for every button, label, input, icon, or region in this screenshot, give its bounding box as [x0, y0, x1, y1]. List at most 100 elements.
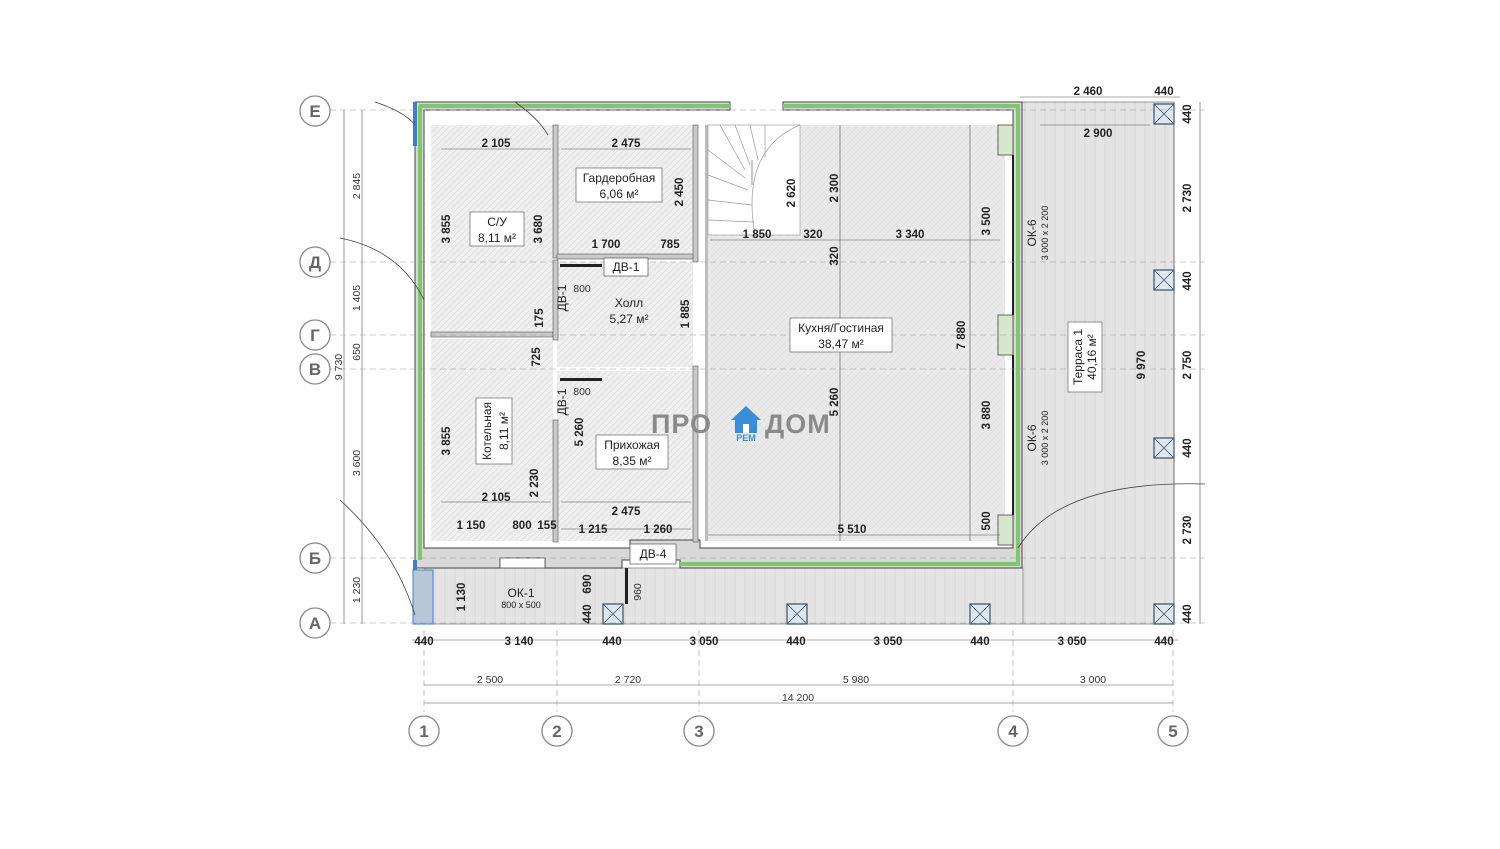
- dim: 1 130: [456, 583, 468, 612]
- dim: 5 510: [838, 524, 867, 536]
- dim: 2 750: [1182, 351, 1194, 380]
- dim: 960: [632, 583, 644, 601]
- dim: 9 730: [333, 354, 345, 380]
- room-kotel-name: Котельная: [480, 402, 494, 460]
- window-ok6-size-2: 3 000 х 2 200: [1040, 411, 1050, 466]
- dim: 725: [531, 347, 543, 367]
- room-prih-area: 8,35 м²: [613, 454, 652, 468]
- axis-4: 4: [1008, 722, 1018, 741]
- dim: 3 880: [981, 401, 993, 430]
- dim: 7 880: [956, 321, 968, 350]
- dim: 3 050: [874, 636, 903, 648]
- dim: 800: [512, 520, 531, 532]
- dim: 1 150: [457, 520, 486, 532]
- dim: 440: [1182, 438, 1194, 457]
- dim: 440: [602, 636, 621, 648]
- room-holl-name: Холл: [615, 296, 643, 310]
- axis-1: 1: [419, 722, 428, 741]
- room-terrasa-area: 40,16 м²: [1085, 334, 1099, 380]
- window-ok6-label-1: ОК-6: [1025, 219, 1039, 246]
- dim: 2 300: [829, 174, 841, 203]
- dim: 800: [573, 283, 591, 295]
- dim: 440: [1182, 604, 1194, 623]
- window-ok6-label-2: ОК-6: [1025, 424, 1039, 451]
- dim: 3 050: [1058, 636, 1087, 648]
- dim: 2 230: [529, 469, 541, 498]
- dim: 800: [573, 386, 591, 398]
- door-dv1-label-3: ДВ-1: [555, 388, 569, 415]
- dim: 2 720: [615, 674, 641, 686]
- dim: 320: [803, 229, 822, 241]
- axis-v: В: [309, 360, 321, 379]
- axis-b: Б: [309, 549, 321, 568]
- dim: 2 450: [674, 178, 686, 207]
- room-holl-area: 5,27 м²: [610, 312, 649, 326]
- room-su-name: С/У: [487, 215, 507, 229]
- dim: 1 260: [644, 524, 673, 536]
- axis-3: 3: [694, 722, 703, 741]
- dim: 3 000: [1080, 674, 1106, 686]
- dim: 1 885: [680, 299, 692, 328]
- dim: 3 600: [351, 450, 363, 476]
- watermark-sub: РЕМ: [736, 433, 756, 443]
- terrace: [424, 101, 1175, 625]
- dim: 2 460: [1074, 86, 1103, 98]
- walls: [412, 101, 1023, 625]
- dim: 320: [829, 246, 841, 265]
- dim: 2 105: [482, 138, 511, 150]
- watermark-left: ПРО: [651, 409, 712, 439]
- dim: 3 680: [533, 215, 545, 244]
- floors: [431, 125, 1005, 541]
- dim: 2 900: [1084, 128, 1113, 140]
- axis-lines: [330, 109, 1205, 712]
- dim: 650: [351, 343, 363, 361]
- dim: 785: [660, 239, 680, 251]
- dim: 2 475: [612, 138, 641, 150]
- axis-5: 5: [1168, 722, 1177, 741]
- dim: 14 200: [782, 692, 814, 704]
- dim: 3 855: [441, 426, 453, 455]
- room-kuhnya-area: 38,47 м²: [818, 337, 864, 351]
- dim: 440: [582, 604, 594, 623]
- watermark-logo: ПРО РЕМ ДОМ: [651, 406, 831, 443]
- axis-e: Е: [309, 102, 320, 121]
- dim: 3 050: [690, 636, 719, 648]
- dim: 1 405: [351, 285, 363, 311]
- dim: 5 980: [843, 674, 869, 686]
- room-kotel-area: 8,11 м²: [497, 412, 511, 450]
- dim: 440: [1182, 104, 1194, 123]
- dimension-labels: 2 105 2 475 3 855 3 680 2 450 1 700 785 …: [333, 86, 1194, 704]
- dim: 2 500: [477, 674, 503, 686]
- room-prih-name: Прихожая: [604, 438, 660, 452]
- watermark-right: ДОМ: [765, 409, 831, 439]
- room-kuhnya-name: Кухня/Гостиная: [798, 321, 884, 335]
- axis-g: Г: [310, 326, 320, 345]
- dim: 1 700: [592, 239, 621, 251]
- window-ok1-label: ОК-1: [508, 586, 535, 600]
- dim: 9 970: [1136, 351, 1148, 380]
- axis-d: Д: [309, 253, 321, 272]
- dim: 440: [1182, 271, 1194, 290]
- door-dv4-label: ДВ-4: [640, 547, 667, 561]
- window-ok6-size-1: 3 000 х 2 200: [1040, 206, 1050, 261]
- dim: 440: [414, 636, 433, 648]
- dim: 3 500: [981, 207, 993, 236]
- house-icon: [731, 406, 761, 433]
- dim: 155: [537, 520, 557, 532]
- axis-markers: Е Д Г В Б А 1 2 3 4 5: [299, 95, 1189, 747]
- room-terrasa-name: Терраса 1: [1071, 329, 1085, 385]
- staircase: [707, 124, 801, 236]
- dim: 2 730: [1182, 516, 1194, 545]
- dim: 440: [1154, 636, 1173, 648]
- door-dv1-label: ДВ-1: [613, 260, 640, 274]
- dim: 690: [582, 574, 594, 593]
- dim: 3 855: [441, 214, 453, 243]
- room-su-area: 8,11 м²: [478, 231, 516, 245]
- dim: 175: [534, 308, 546, 328]
- dim: 440: [786, 636, 805, 648]
- dim: 440: [970, 636, 989, 648]
- dim: 1 850: [743, 229, 772, 241]
- axis-a: А: [309, 614, 321, 633]
- dim: 2 475: [612, 506, 641, 518]
